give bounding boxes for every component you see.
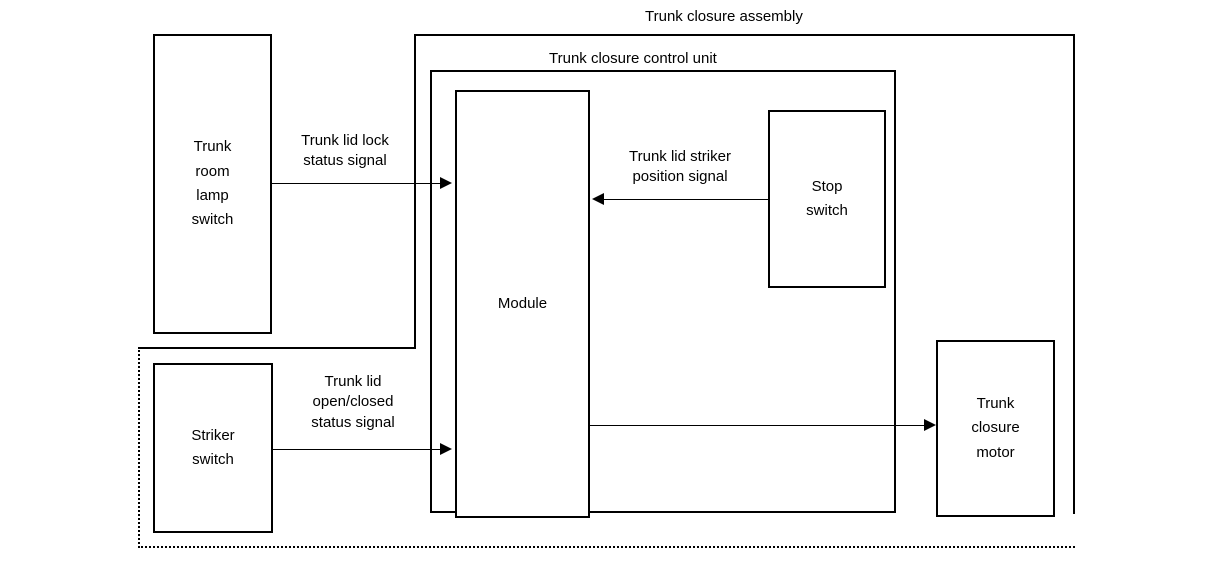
block-label-striker-switch: Striker switch xyxy=(191,426,235,468)
block-trunk-closure-motor[interactable]: Trunk closure motor xyxy=(936,340,1055,517)
block-module[interactable]: Module xyxy=(455,90,590,518)
block-label-stop-switch: Stop switch xyxy=(806,177,848,219)
signal-line-motor-drive xyxy=(590,425,924,426)
block-stop-switch[interactable]: Stop switch xyxy=(768,110,886,288)
assembly-boundary-solid xyxy=(414,34,1075,514)
block-trunk-room-lamp-switch[interactable]: Trunk room lamp switch xyxy=(153,34,272,334)
block-label-trunk-closure-motor: Trunk closure motor xyxy=(971,395,1020,461)
signal-arrow-trunk-lid-open-closed-status xyxy=(440,443,452,455)
block-striker-switch[interactable]: Striker switch xyxy=(153,363,273,533)
block-label-module: Module xyxy=(497,294,548,312)
signal-label-trunk-lid-open-closed-status: Trunk lid open/closed status signal xyxy=(311,373,395,431)
signal-arrow-trunk-lid-striker-position xyxy=(592,193,604,205)
assembly-title: Trunk closure assembly xyxy=(641,8,807,25)
signal-label-trunk-lid-lock-status: Trunk lid lock status signal xyxy=(301,132,389,170)
control-unit-title: Trunk closure control unit xyxy=(545,50,721,67)
signal-line-trunk-lid-open-closed-status xyxy=(273,449,440,450)
signal-line-trunk-lid-lock-status xyxy=(272,183,440,184)
signal-label-trunk-lid-striker-position: Trunk lid striker position signal xyxy=(629,148,731,186)
block-label-trunk-room-lamp-switch: Trunk room lamp switch xyxy=(191,138,234,229)
assembly-left-edge-upper xyxy=(414,34,416,348)
assembly-boundary-dashed xyxy=(138,347,1075,548)
signal-line-trunk-lid-striker-position xyxy=(604,199,768,200)
control-unit-boundary xyxy=(430,70,896,513)
signal-arrow-trunk-lid-lock-status xyxy=(440,177,452,189)
signal-arrow-motor-drive xyxy=(924,419,936,431)
assembly-mid-connector xyxy=(138,347,416,349)
